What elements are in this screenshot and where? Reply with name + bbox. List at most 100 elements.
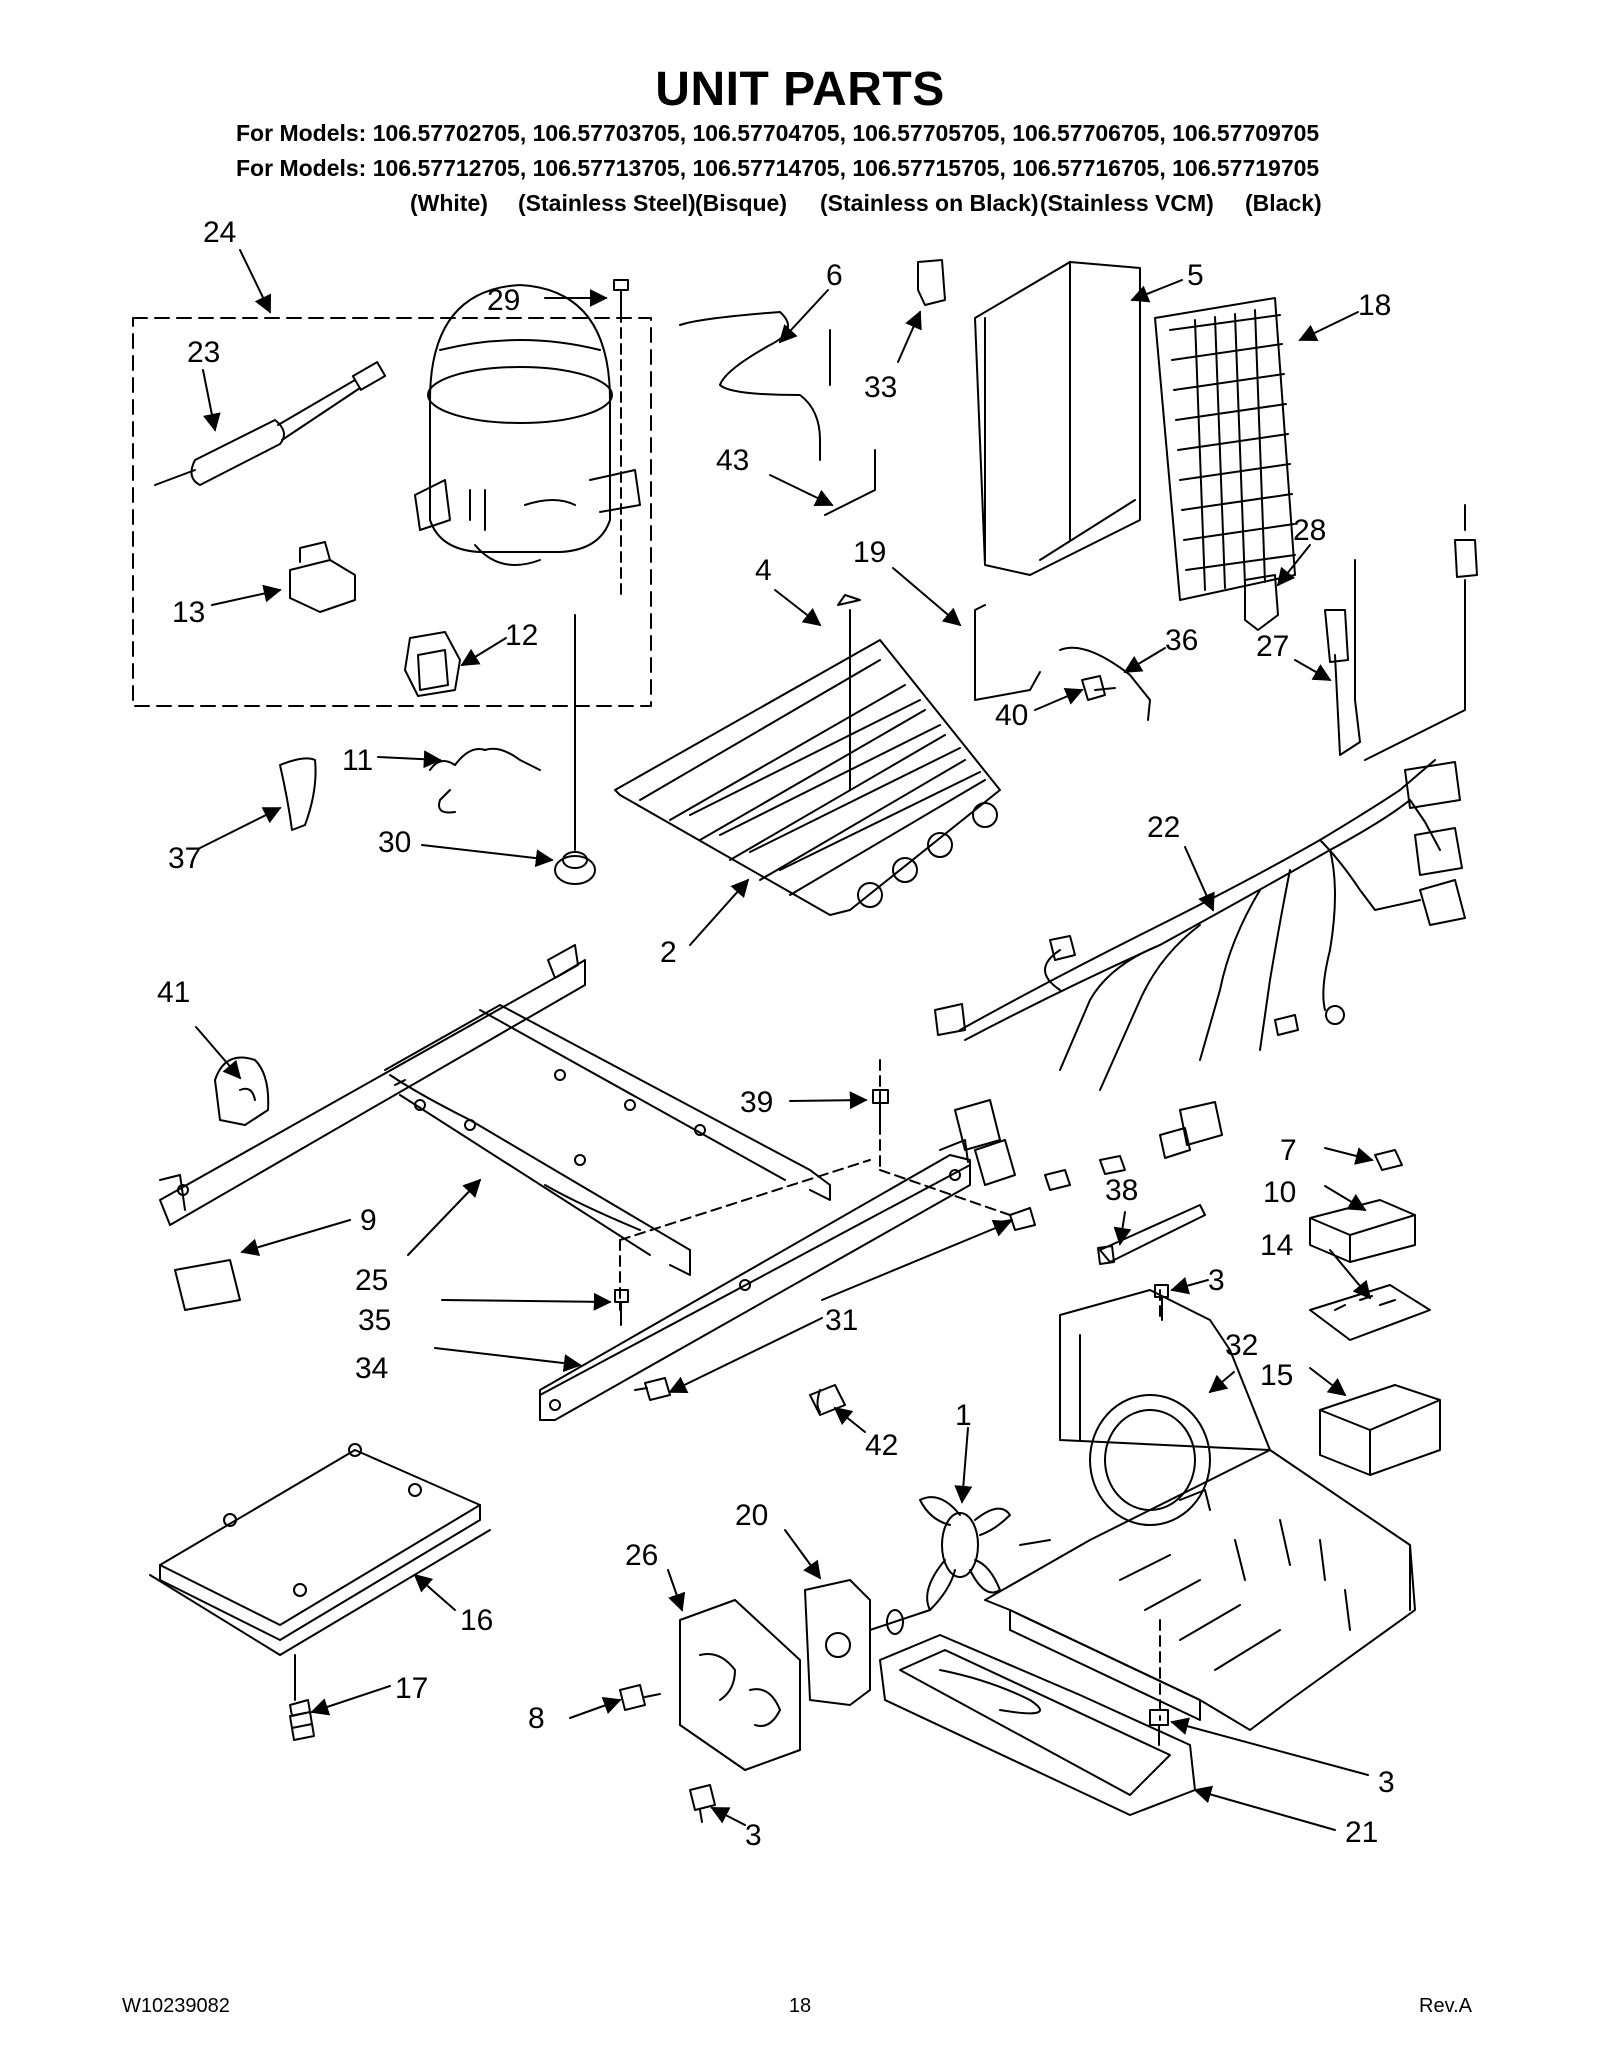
callout-26: 26 [625,1539,658,1572]
callout-10: 10 [1263,1176,1296,1209]
part-23-tube [154,361,387,486]
part-31-screw [999,1207,1036,1231]
part-7-clip [1374,1149,1403,1171]
part-8-screw [619,1684,661,1711]
part-30-grommet [554,614,596,885]
part-36-bracket [1059,646,1151,721]
callout-3-right: 3 [1378,1766,1395,1799]
part-35-screw [614,1289,629,1326]
callout-8: 8 [528,1702,545,1735]
part-2-evaporator [614,594,1001,916]
part-29-screw [613,279,629,601]
callout-30: 30 [378,826,411,859]
callout-15: 15 [1260,1359,1293,1392]
part-43-tube [824,449,876,516]
callout-21: 21 [1345,1816,1378,1849]
part-6-tube [679,311,831,461]
part-3-screw-bottom-left [689,1784,716,1823]
part-18-condenser [1154,297,1296,601]
callout-9: 9 [360,1204,377,1237]
callout-20: 20 [735,1499,768,1532]
part-22-wire-harness [934,759,1466,1191]
part-14-board [1309,1284,1431,1341]
color-black: (Black) [1245,190,1322,216]
part-compressor [414,284,641,566]
callout-35: 35 [358,1304,391,1337]
callout-38: 38 [1105,1174,1138,1207]
part-38-tie [1097,1204,1206,1265]
color-stainless-on-black: (Stainless on Black) [820,190,1039,216]
color-stainless-vcm: (Stainless VCM) [1040,190,1214,216]
callout-14: 14 [1260,1229,1293,1262]
callout-27: 27 [1256,630,1289,663]
callout-28: 28 [1293,514,1326,547]
compressor-group-box [132,317,652,707]
part-31-screw-2 [634,1377,671,1401]
callout-3: 3 [1208,1264,1225,1297]
color-white: (White) [410,190,488,216]
part-frame-rails [159,944,831,1276]
callout-4: 4 [755,554,772,587]
callout-2: 2 [660,936,677,969]
callout-19: 19 [853,536,886,569]
part-34-rail [539,1139,971,1421]
callout-12: 12 [505,619,538,652]
page-number: 18 [788,1995,812,2017]
part-16-plate [149,1443,491,1701]
part-21-drain-pan [879,1634,1196,1816]
color-stainless-steel: (Stainless Steel) [518,190,696,216]
part-10-cover [1309,1199,1416,1263]
callout-40: 40 [995,699,1028,732]
callout-numbers: 24 29 23 13 12 6 33 43 5 18 19 4 28 36 2… [157,216,1395,1852]
callout-22: 22 [1147,811,1180,844]
callout-18: 18 [1358,289,1391,322]
callout-37: 37 [168,842,201,875]
part-3-screw-bottom-right [1149,1709,1169,1746]
callout-41: 41 [157,976,190,1009]
revision: Rev.A [1419,1995,1472,2017]
part-9-pad [174,1259,241,1311]
callout-25: 25 [355,1264,388,1297]
part-33-clip [917,259,946,306]
color-bisque: (Bisque) [695,190,787,216]
part-3-screw-top [1154,1284,1169,1321]
part-41-clip [214,1056,270,1126]
callout-36: 36 [1165,624,1198,657]
part-40-screw [1081,675,1116,701]
part-27-drier [1324,504,1478,761]
page-title: UNIT PARTS [655,63,945,116]
part-17-spring [289,1699,315,1741]
callout-31: 31 [825,1304,858,1337]
part-32-fan-bracket [1059,1289,1271,1526]
callout-16: 16 [460,1604,493,1637]
part-42-fuse [809,1384,846,1416]
callout-32: 32 [1225,1329,1258,1362]
callout-17: 17 [395,1672,428,1705]
callout-11: 11 [342,744,373,777]
models-line-1: For Models: 106.57702705, 106.57703705, … [236,120,1320,146]
callout-23: 23 [187,336,220,369]
part-13-relay [289,541,356,613]
callout-leaders [195,249,1374,1831]
callout-43: 43 [716,444,749,477]
callout-24: 24 [203,216,236,249]
part-19-wire [974,604,1041,701]
part-5-shroud [974,261,1141,576]
part-26-bracket [679,1599,801,1771]
callout-7: 7 [1280,1134,1297,1167]
part-37-hose [279,757,317,831]
callout-29: 29 [487,284,520,317]
callout-6: 6 [826,259,843,292]
callout-39: 39 [740,1086,773,1119]
part-12-capacitor [404,631,461,697]
part-11-wire [429,747,541,814]
callout-13: 13 [172,596,205,629]
part-28-clip [1244,574,1279,631]
callout-5: 5 [1187,259,1204,292]
callout-33: 33 [864,371,897,404]
callout-34: 34 [355,1352,388,1385]
part-base-pan [984,1449,1416,1731]
doc-number: W10239082 [122,1995,230,2017]
part-20-motor [804,1579,931,1706]
